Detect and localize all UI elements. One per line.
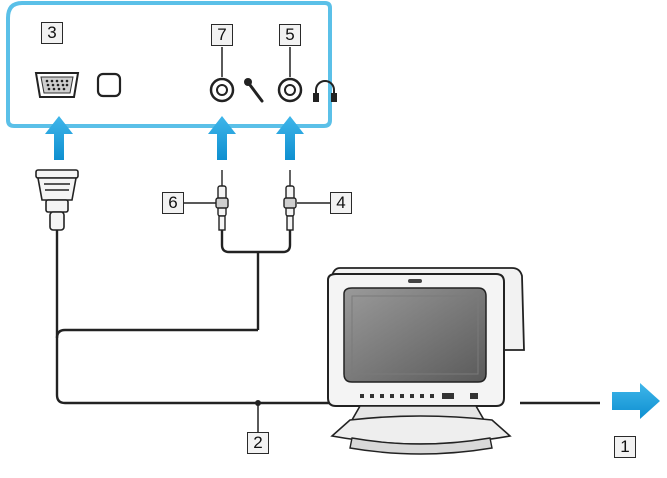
callout-5: 5 [279, 24, 301, 46]
up-arrow-icon [276, 116, 304, 160]
monitor-symbol-icon [96, 72, 122, 98]
right-arrow-icon [612, 383, 660, 419]
audio-plug-icon [283, 170, 297, 231]
callout-7: 7 [211, 24, 233, 46]
callout-6: 6 [162, 192, 184, 214]
headphones-icon [313, 80, 337, 102]
callout-4: 4 [330, 192, 352, 214]
headphone-jack-icon [277, 77, 303, 103]
port-panel [6, 1, 332, 128]
mic-jack-icon [209, 77, 235, 103]
microphone-icon [244, 78, 264, 103]
cables [55, 230, 600, 405]
callout-3: 3 [41, 22, 63, 44]
up-arrow-icon [45, 116, 73, 160]
vga-connector-icon [35, 169, 79, 231]
audio-plug-icon [215, 170, 229, 231]
vga-port-icon [34, 72, 80, 98]
leader-2-dot [255, 400, 261, 406]
crt-monitor-icon [327, 267, 525, 455]
callout-2: 2 [247, 432, 269, 454]
callout-1: 1 [614, 436, 636, 458]
up-arrow-icon [208, 116, 236, 160]
